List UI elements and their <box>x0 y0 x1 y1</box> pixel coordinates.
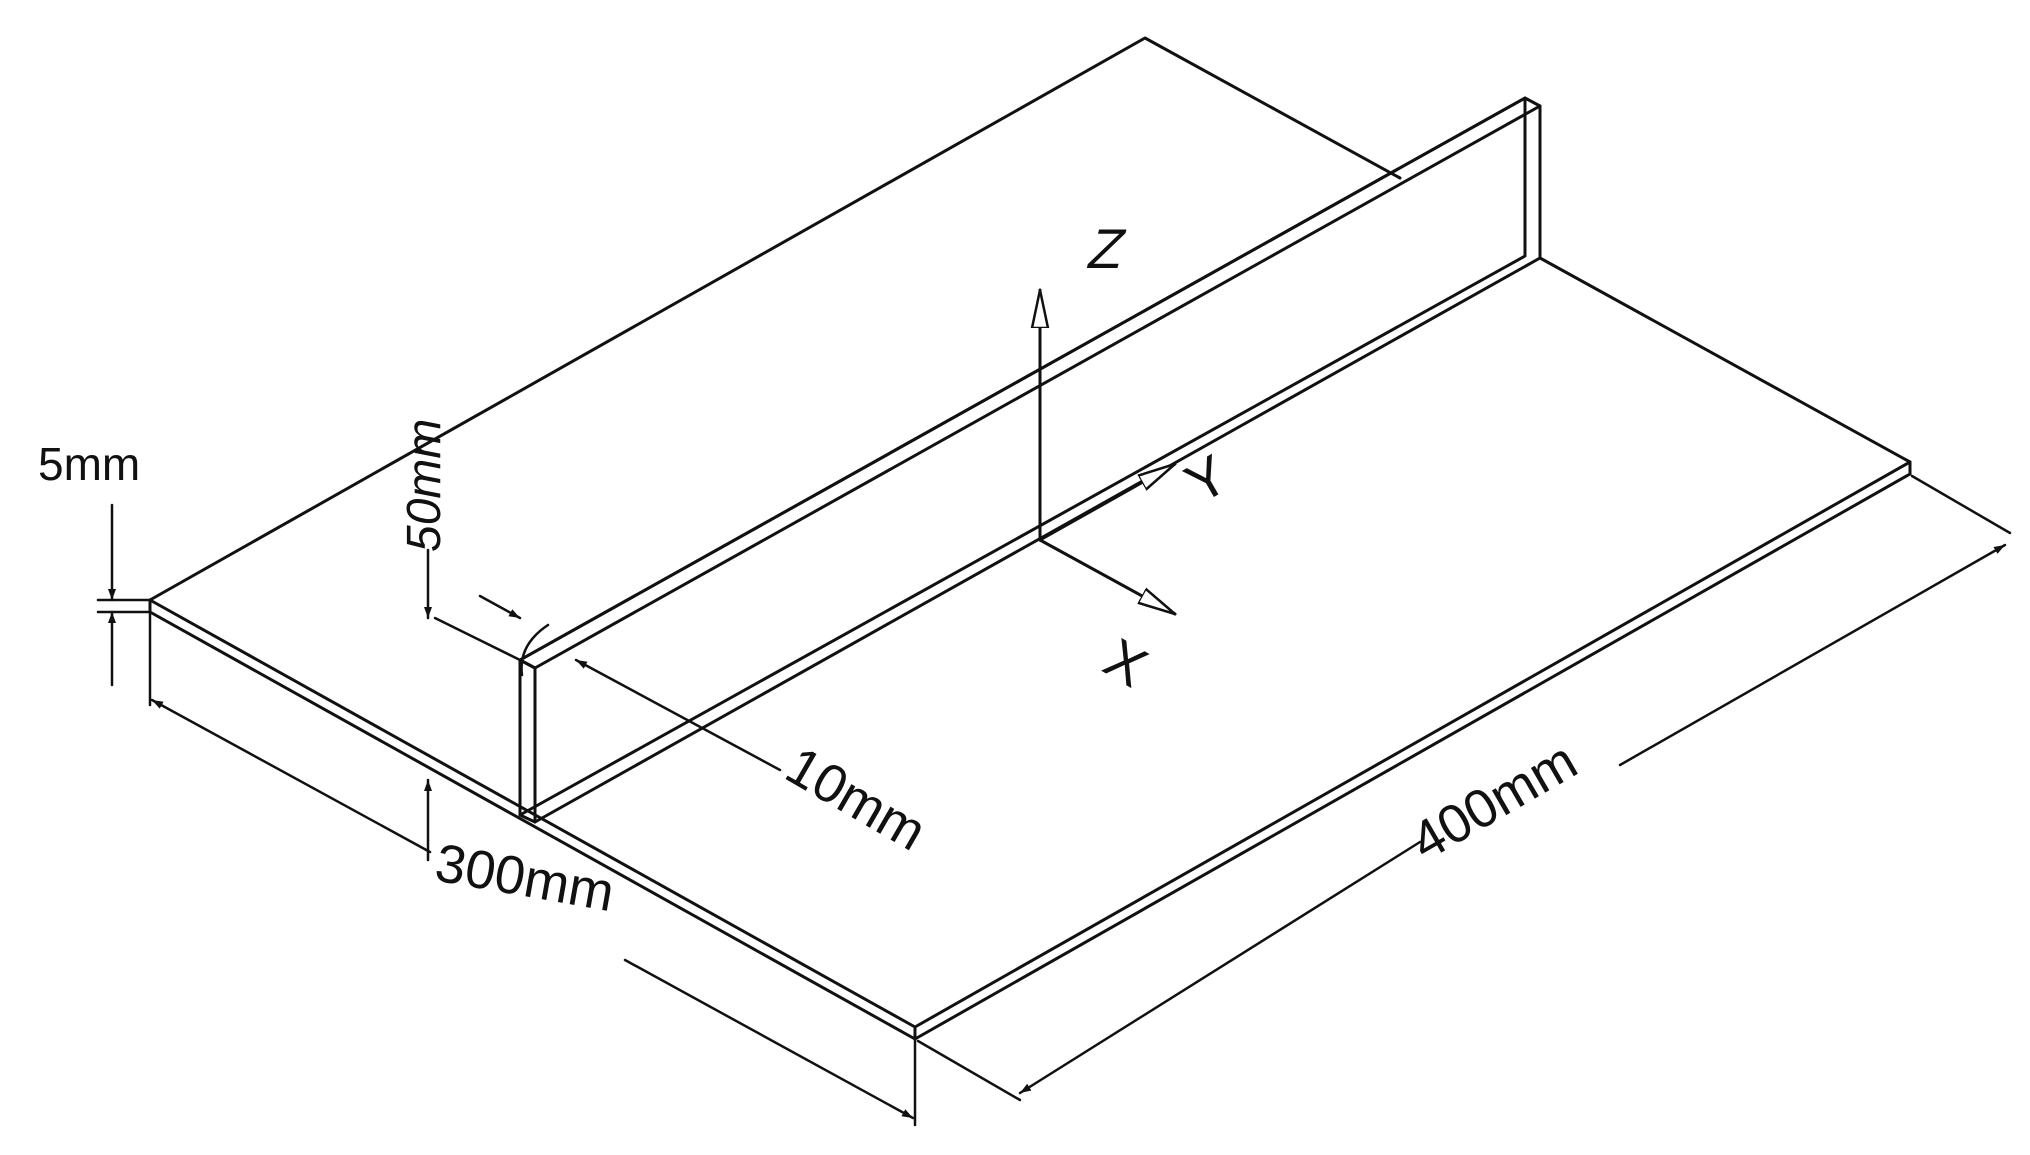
coordinate-axes <box>1038 288 1177 616</box>
plate-thickness-label: 5mm <box>38 438 140 490</box>
web-height-ext-line-top <box>433 616 522 662</box>
web-thickness-curve <box>520 623 550 677</box>
length-ext-line-right <box>1910 474 2012 535</box>
length-dim-line-upper <box>1618 543 2007 767</box>
web-right-face-bottom-edge <box>533 256 1542 824</box>
plate-top-right-edges <box>148 256 1912 1029</box>
length-ext-line-front <box>916 1039 1022 1102</box>
plate-top-back-edges <box>148 36 1402 602</box>
web-front-face <box>518 658 537 824</box>
dimension-labels: 5mm 50mm 10mm 300mm 400mm <box>38 419 1587 923</box>
plate-bottom-edges <box>148 472 1912 1041</box>
plate-length-label: 400mm <box>1401 730 1587 872</box>
web-left-face <box>518 96 1527 817</box>
web-height-label: 50mm <box>398 419 451 552</box>
width-dim-line-left <box>150 698 432 854</box>
y-axis-label: Y <box>1175 442 1239 515</box>
x-axis-label: X <box>1094 626 1158 699</box>
web-top-face <box>518 96 1542 670</box>
web-thickness-label: 10mm <box>776 735 936 862</box>
length-dim-line-lower <box>1018 840 1422 1095</box>
z-axis-label: Z <box>1082 218 1133 281</box>
width-dim-line-right <box>623 958 915 1120</box>
dimension-lines <box>96 474 2012 1127</box>
y-axis-arrow <box>1038 462 1177 542</box>
x-axis-arrow <box>1038 538 1177 616</box>
web-thickness-leader <box>574 658 782 772</box>
web-thickness-arrow-left <box>478 594 522 620</box>
